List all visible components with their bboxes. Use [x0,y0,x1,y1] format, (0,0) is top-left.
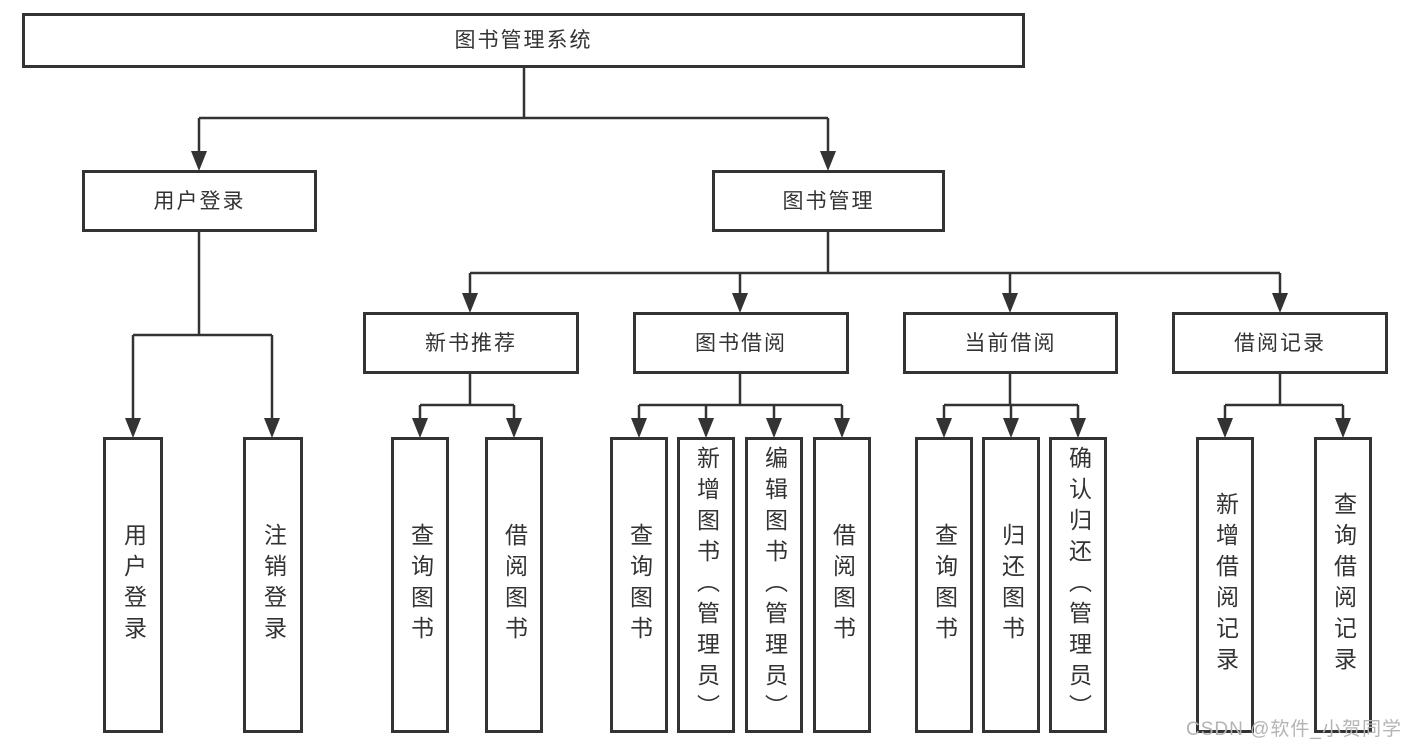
arrowhead-icon [936,418,952,438]
connector-root-to-level1 [197,68,830,152]
arrowhead-icon [732,293,748,313]
arrowhead-icon [506,418,522,438]
arrowhead-icon [125,418,141,438]
connector-currentborrow-to-leaves [942,374,1080,419]
leaf-confirm-return-admin: 确认归还（管理员） [1049,437,1107,733]
leaf-borrow-borrow-books-label: 借阅图书 [829,523,856,647]
leaf-query-borrow-record: 查询借阅记录 [1314,437,1372,733]
leaf-current-query-books: 查询图书 [915,437,973,733]
arrowhead-icon [834,418,850,438]
node-current-borrow-label: 当前借阅 [964,331,1057,355]
connector-bookmgmt-to-level2 [468,232,1282,294]
arrowhead-icon [1002,293,1018,313]
leaf-logout-label: 注销登录 [260,523,287,647]
connector-newbooks-to-leaves [418,374,516,419]
node-new-book-recommend-label: 新书推荐 [425,331,517,355]
arrowhead-icon [462,293,478,313]
leaf-edit-books-admin-label: 编辑图书（管理员） [761,445,788,725]
arrowhead-icon [191,151,207,171]
node-book-management: 图书管理 [712,170,945,232]
connector-bookborrow-to-leaves [637,374,844,419]
leaf-borrow-query-books: 查询图书 [610,437,668,733]
leaf-current-query-books-label: 查询图书 [931,523,958,647]
arrowhead-icon [1070,418,1086,438]
leaf-add-books-admin: 新增图书（管理员） [677,437,735,733]
leaf-newbooks-borrow-books: 借阅图书 [485,437,543,733]
arrowhead-group [125,151,1351,438]
node-root-label: 图书管理系统 [454,29,593,52]
node-user-login: 用户登录 [82,170,317,232]
leaf-newbooks-query-books: 查询图书 [391,437,449,733]
leaf-user-login: 用户登录 [103,437,163,733]
node-borrow-records-label: 借阅记录 [1234,331,1326,355]
leaf-borrow-borrow-books: 借阅图书 [813,437,871,733]
connector-borrowrecords-to-leaves [1223,374,1345,419]
node-new-book-recommend: 新书推荐 [363,312,579,374]
arrowhead-icon [820,151,836,171]
node-book-management-label: 图书管理 [782,189,875,213]
node-current-borrow: 当前借阅 [903,312,1118,374]
leaf-newbooks-borrow-books-label: 借阅图书 [501,523,528,647]
node-user-login-label: 用户登录 [153,189,246,213]
node-book-borrow: 图书借阅 [633,312,849,374]
arrowhead-icon [698,418,714,438]
leaf-logout: 注销登录 [243,437,303,733]
node-book-borrow-label: 图书借阅 [695,331,787,355]
arrowhead-icon [412,418,428,438]
leaf-return-books-label: 归还图书 [998,523,1025,647]
leaf-add-books-admin-label: 新增图书（管理员） [693,445,720,725]
node-borrow-records: 借阅记录 [1172,312,1388,374]
connector-userlogin-to-leaves [131,232,274,419]
node-root: 图书管理系统 [22,13,1025,68]
leaf-newbooks-query-books-label: 查询图书 [407,523,434,647]
arrowhead-icon [1217,418,1233,438]
leaf-edit-books-admin: 编辑图书（管理员） [745,437,803,733]
leaf-add-borrow-record: 新增借阅记录 [1196,437,1254,733]
csdn-watermark: CSDN @软件_小贺同学 [1186,719,1402,740]
connector-path-group [131,68,1345,419]
arrowhead-icon [631,418,647,438]
leaf-user-login-label: 用户登录 [120,523,147,647]
leaf-return-books: 归还图书 [982,437,1040,733]
leaf-query-borrow-record-label: 查询借阅记录 [1330,492,1357,678]
arrowhead-icon [1272,293,1288,313]
arrowhead-icon [766,418,782,438]
leaf-borrow-query-books-label: 查询图书 [626,523,653,647]
arrowhead-icon [1003,418,1019,438]
leaf-add-borrow-record-label: 新增借阅记录 [1212,492,1239,678]
arrowhead-icon [1335,418,1351,438]
leaf-confirm-return-admin-label: 确认归还（管理员） [1065,445,1092,725]
arrowhead-icon [264,418,280,438]
